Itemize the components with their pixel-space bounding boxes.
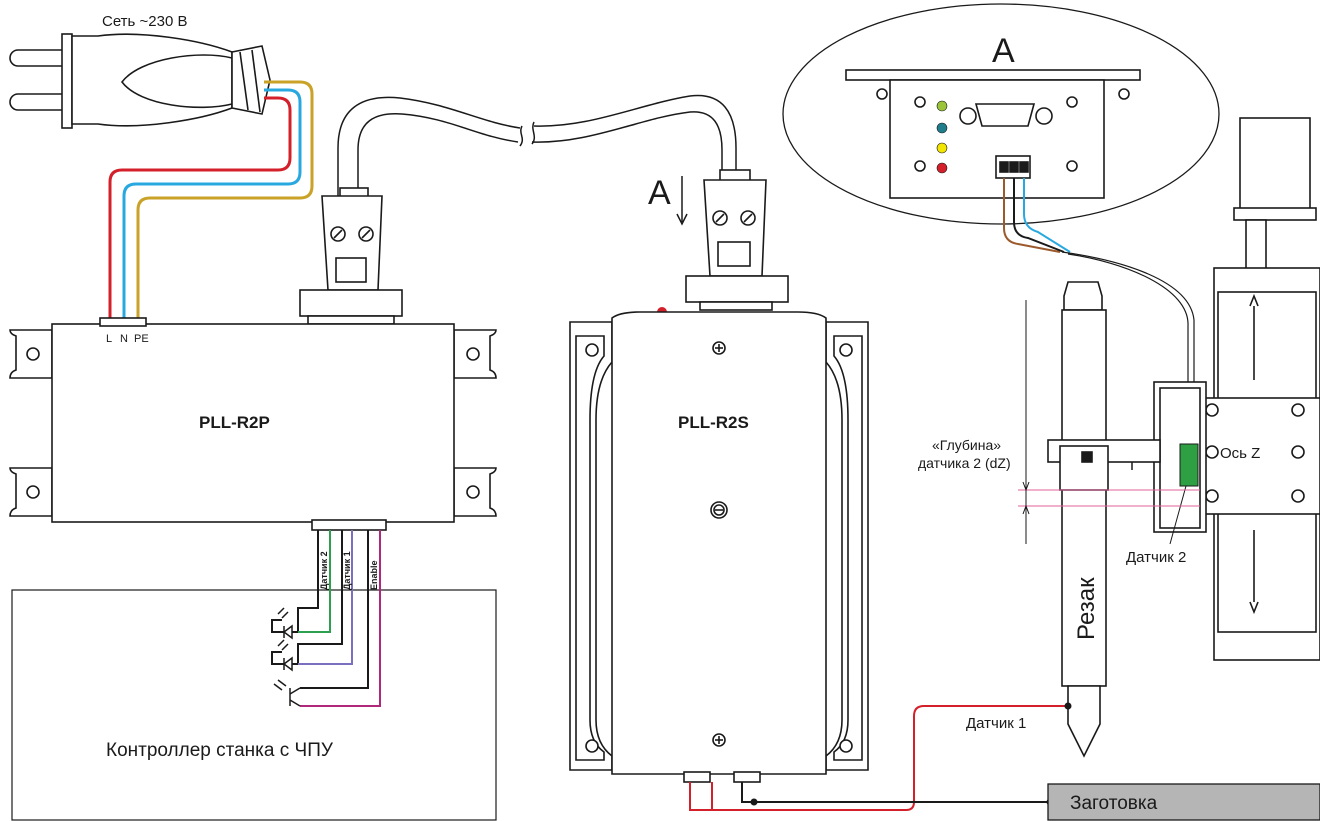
view-arrow-label: A <box>648 174 671 212</box>
out-enable-label: Enable <box>369 560 379 590</box>
depth-annotation <box>1018 300 1200 544</box>
unit-mid-title: PLL-R2S <box>678 413 749 432</box>
led-blue-icon <box>936 122 948 134</box>
unit-left-title: PLL-R2P <box>199 413 270 432</box>
controller-label: Контроллер станка с ЧПУ <box>106 740 334 761</box>
detail-leds <box>936 100 948 174</box>
sensor2-label: Датчик 2 <box>1126 549 1186 566</box>
out-sensor1-label: Датчик 1 <box>342 551 352 590</box>
output-labels: Датчик 2 Датчик 1 Enable <box>319 551 379 590</box>
unit-pll-r2p <box>9 317 497 531</box>
db9-connector-left-icon <box>299 187 403 325</box>
mains-cable <box>108 80 314 322</box>
depth-label-line1: «Глубина» <box>932 437 1001 453</box>
detail-panel <box>845 69 1141 199</box>
cutter-label: Резак <box>1073 577 1100 640</box>
workpiece-node <box>750 798 758 806</box>
led-green-icon <box>936 100 948 112</box>
workpiece-bar <box>1047 783 1320 821</box>
sensor2-body <box>1179 443 1199 487</box>
axis-z-label: Ось Z <box>1220 445 1260 462</box>
sensor1-cable <box>689 705 1066 811</box>
cnc-controller-box <box>11 589 497 821</box>
out-sensor2-label: Датчик 2 <box>319 551 329 590</box>
sensor1-label: Датчик 1 <box>966 715 1026 732</box>
view-arrow-icon <box>676 176 688 226</box>
mains-plug-icon <box>9 33 271 129</box>
led-icon <box>277 607 293 672</box>
terminal-labels: L N PE <box>106 333 149 345</box>
cutter-torch <box>1047 281 1161 758</box>
led-yellow-icon <box>936 142 948 154</box>
workpiece-label: Заготовка <box>1070 793 1158 814</box>
motor-assembly <box>1153 117 1320 661</box>
phototransistor-icon <box>273 679 301 707</box>
led-red-icon <box>936 162 948 174</box>
terminal-n-label: N <box>120 333 128 345</box>
terminal-pe-label: PE <box>134 333 149 345</box>
sensor2-leader <box>1169 485 1187 545</box>
mains-label: Сеть ~230 В <box>102 13 188 30</box>
interconnect-cable <box>337 94 737 196</box>
depth-label-line2: датчика 2 (dZ) <box>918 455 1011 471</box>
db9-connector-mid-icon <box>685 169 789 311</box>
sensor1-node <box>1064 702 1072 710</box>
unit-pll-r2s <box>569 311 869 783</box>
terminal-l-label: L <box>106 333 112 345</box>
sensor2-cable <box>1003 178 1195 440</box>
view-detail-label: A <box>992 32 1015 70</box>
